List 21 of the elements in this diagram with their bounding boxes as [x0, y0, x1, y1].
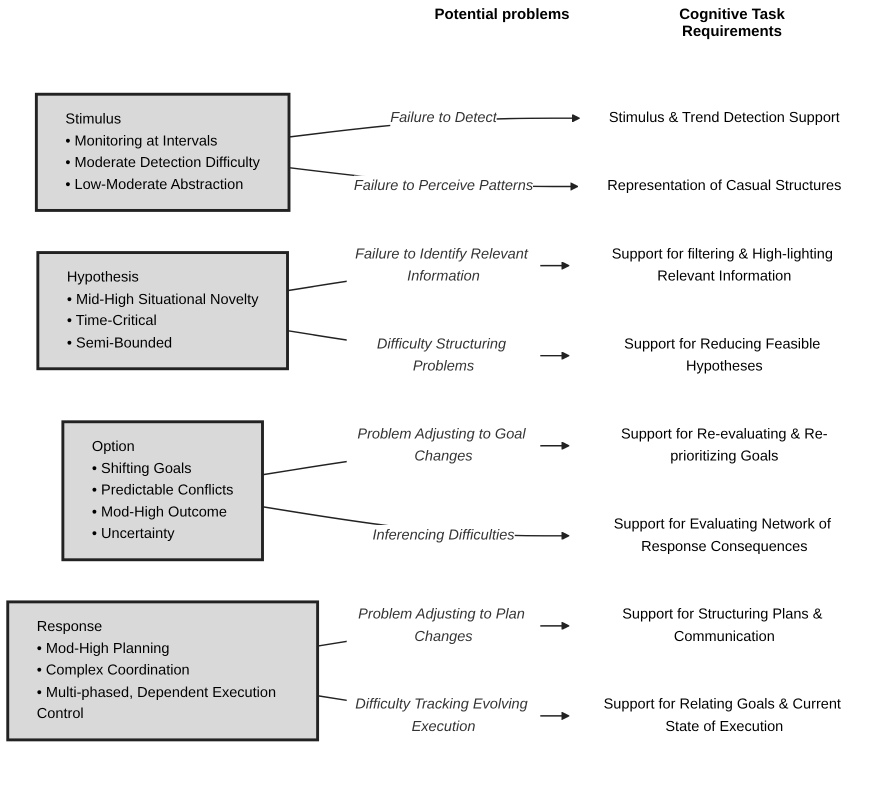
edge-label: Problem Adjusting to Goal Changes — [357, 426, 526, 464]
edge-label: Difficulty Tracking Evolving Execution — [355, 696, 528, 734]
node-box: Stimulus • Monitoring at Intervals • Moderate Detection Difficulty • Low-Moderate Abstraction — [34, 92, 290, 212]
node-text: Support for Structuring Plans & Communication — [622, 606, 822, 644]
edge-label: Failure to Perceive Patterns — [354, 178, 534, 194]
node-box: Option • Shifting Goals • Predictable Conflicts • Mod-High Outcome • Uncertainty — [61, 420, 264, 562]
edge-label: Inferencing Difficulties — [372, 526, 515, 544]
node-text: Support for filtering & High-lighting Relevant Information — [612, 246, 833, 284]
node-text: Support for Evaluating Network of Response Consequences — [614, 516, 831, 554]
node-box: Response • Mod-High Planning • Complex Coordination • Multi-phased, Dependent Execution Control — [6, 600, 320, 742]
node-text: Support for Re-evaluating & Re-prioritizing Goals — [620, 426, 828, 464]
column-heading: Cognitive Task Requirements — [678, 6, 786, 42]
column-heading: Potential problems — [433, 6, 571, 25]
node-text: Support for Reducing Feasible Hypotheses — [624, 336, 820, 374]
node-box: Hypothesis • Mid-High Situational Novelty • Time-Critical • Semi-Bounded — [36, 251, 289, 370]
edge-label: Difficulty Structuring Problems — [376, 336, 506, 374]
node-text: Stimulus & Trend Detection Support — [608, 109, 840, 126]
edge-label: Problem Adjusting to Plan Changes — [358, 606, 525, 644]
node-text: Representation of Casual Structures — [607, 178, 842, 194]
edge-label: Failure to Identify Relevant Information — [355, 246, 528, 284]
node-text: Support for Relating Goals & Current State of Execution — [604, 696, 841, 734]
